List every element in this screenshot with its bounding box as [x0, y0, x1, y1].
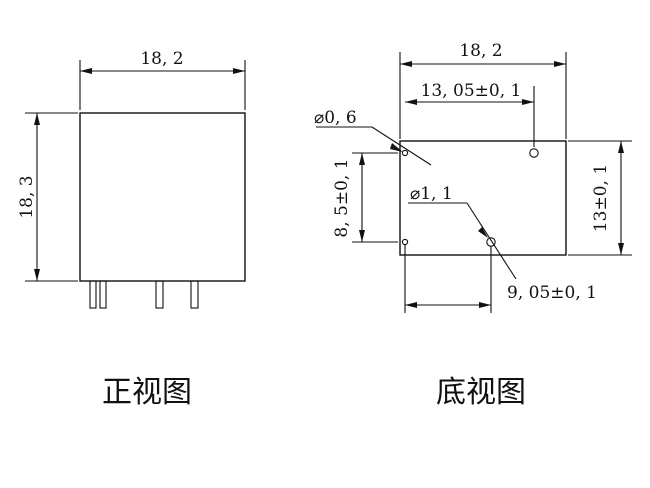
front-width-label: 18, 2 [140, 49, 183, 69]
front-view-pin [190, 280, 199, 309]
hole-spacing-label: 13, 05±0, 1 [421, 81, 522, 101]
front-view-pin [89, 280, 97, 309]
front-height-dimension: 18, 3 [17, 112, 78, 282]
front-view-caption: 正视图 [102, 375, 192, 410]
left-vertical-label: 8, 5±0, 1 [332, 158, 352, 237]
large-hole-leader: ⌀1, 1 [408, 184, 517, 280]
bottom-view: 18, 2 13, 05±0, 1 ⌀0, 6 ⌀1, 1 [314, 41, 632, 410]
bottom-offset-label: 9, 05±0, 1 [507, 283, 597, 303]
hole-spacing-dimension: 13, 05±0, 1 [405, 81, 535, 147]
large-hole-label: ⌀1, 1 [410, 184, 453, 204]
bottom-width-dimension: 18, 2 [399, 41, 567, 139]
front-view: 18, 2 18, 3 正视图 [17, 49, 246, 410]
large-hole [529, 148, 539, 158]
right-vertical-dimension: 13±0, 1 [568, 140, 632, 256]
bottom-offset-dimension: 9, 05±0, 1 [404, 245, 597, 313]
front-height-label: 18, 3 [17, 175, 37, 218]
bottom-width-label: 18, 2 [459, 41, 502, 61]
right-vertical-label: 13±0, 1 [591, 164, 611, 232]
front-view-pin [99, 280, 107, 309]
small-hole [401, 149, 409, 157]
front-view-pin [155, 280, 164, 309]
small-hole-leader: ⌀0, 6 [314, 108, 432, 166]
bottom-view-body [399, 140, 567, 256]
front-width-dimension: 18, 2 [79, 49, 246, 110]
small-hole [401, 238, 409, 246]
small-hole-label: ⌀0, 6 [314, 108, 357, 128]
front-view-body [79, 112, 246, 282]
bottom-view-caption: 底视图 [436, 375, 526, 410]
left-vertical-dimension: 8, 5±0, 1 [332, 152, 398, 243]
